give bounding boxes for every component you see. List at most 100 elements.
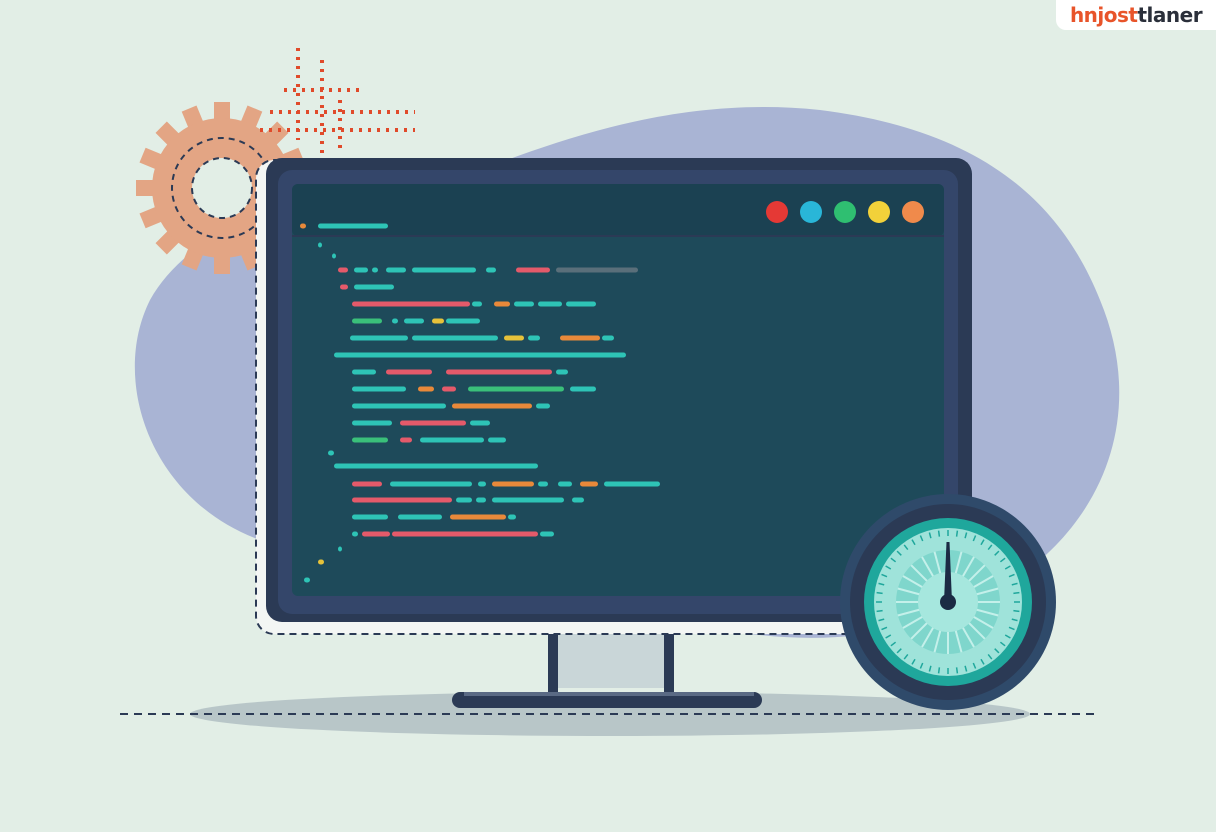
code-token <box>536 403 550 409</box>
speed-tick <box>980 658 985 665</box>
speed-tick <box>903 544 909 551</box>
speed-tick <box>994 648 1000 654</box>
code-token <box>514 301 534 307</box>
code-token <box>352 514 388 520</box>
speed-tick <box>964 532 968 539</box>
code-token <box>338 267 348 273</box>
code-token <box>352 318 382 324</box>
code-token <box>392 318 398 324</box>
speed-tick <box>1013 609 1020 613</box>
code-token <box>334 463 538 469</box>
speed-tick <box>881 626 888 631</box>
speed-tick <box>972 662 977 669</box>
speed-tick <box>919 662 924 669</box>
speed-tick <box>878 582 885 586</box>
speed-tick <box>1011 618 1018 622</box>
speed-tick <box>1008 573 1015 578</box>
code-token <box>412 267 476 273</box>
code-token <box>392 531 538 537</box>
code-token <box>400 437 412 443</box>
window-dot <box>800 201 822 223</box>
speed-tick <box>896 550 902 556</box>
code-token <box>318 242 322 248</box>
speed-tick <box>1013 591 1020 595</box>
code-token <box>528 335 540 341</box>
gear-tooth <box>214 254 230 274</box>
code-token <box>572 497 584 503</box>
crosshair-icon <box>260 48 415 160</box>
code-token <box>420 437 484 443</box>
code-token <box>352 369 376 375</box>
code-token <box>334 352 626 358</box>
speed-tick <box>911 539 916 546</box>
speed-tick <box>987 544 993 551</box>
code-token <box>352 437 388 443</box>
code-token <box>352 420 392 426</box>
code-token <box>332 253 336 259</box>
code-token <box>386 369 432 375</box>
code-token <box>450 514 506 520</box>
code-token <box>352 403 446 409</box>
window-titlebar <box>292 184 944 236</box>
code-token <box>386 267 406 273</box>
speed-tick <box>972 535 977 542</box>
monitor-icon <box>255 158 972 635</box>
speed-tick <box>890 557 897 563</box>
speed-tick <box>876 591 883 595</box>
speed-tick <box>885 634 892 639</box>
logo-part-b: tlaner <box>1137 3 1203 27</box>
code-token <box>558 481 572 487</box>
speed-tick <box>903 653 909 660</box>
code-token <box>570 386 596 392</box>
code-lines <box>300 223 660 583</box>
code-token <box>566 301 596 307</box>
window-controls <box>766 201 924 223</box>
speed-tick <box>999 557 1006 563</box>
code-token <box>340 284 348 290</box>
code-token <box>508 514 516 520</box>
speed-tick <box>937 667 941 674</box>
code-token <box>404 318 424 324</box>
speed-tick <box>881 573 888 578</box>
speed-tick <box>1004 565 1011 570</box>
code-token <box>488 437 506 443</box>
speed-tick <box>919 535 924 542</box>
code-token <box>352 301 470 307</box>
speed-tick <box>937 530 941 537</box>
speed-tick <box>964 665 968 672</box>
window-dot <box>902 201 924 223</box>
speed-tick <box>980 539 985 546</box>
window-dot <box>868 201 890 223</box>
code-token <box>580 481 598 487</box>
code-token <box>602 335 614 341</box>
code-token <box>390 481 472 487</box>
window-dot <box>766 201 788 223</box>
code-token <box>538 481 548 487</box>
speed-tick <box>878 618 885 622</box>
speed-tick <box>1008 626 1015 631</box>
code-token <box>300 223 306 229</box>
code-token <box>504 335 524 341</box>
code-token <box>516 267 550 273</box>
code-token <box>328 450 334 456</box>
code-token <box>446 318 480 324</box>
code-token <box>556 369 568 375</box>
code-token <box>492 497 564 503</box>
code-token <box>350 335 408 341</box>
code-token <box>362 531 390 537</box>
speed-tick <box>896 648 902 654</box>
code-token <box>354 267 368 273</box>
code-token <box>604 481 660 487</box>
code-token <box>560 335 600 341</box>
code-token <box>452 403 532 409</box>
code-token <box>418 386 434 392</box>
code-token <box>412 335 498 341</box>
speed-tick <box>999 641 1006 647</box>
speed-tick <box>955 530 959 537</box>
code-token <box>352 497 452 503</box>
gear-tooth <box>136 180 156 196</box>
code-token <box>318 559 324 565</box>
